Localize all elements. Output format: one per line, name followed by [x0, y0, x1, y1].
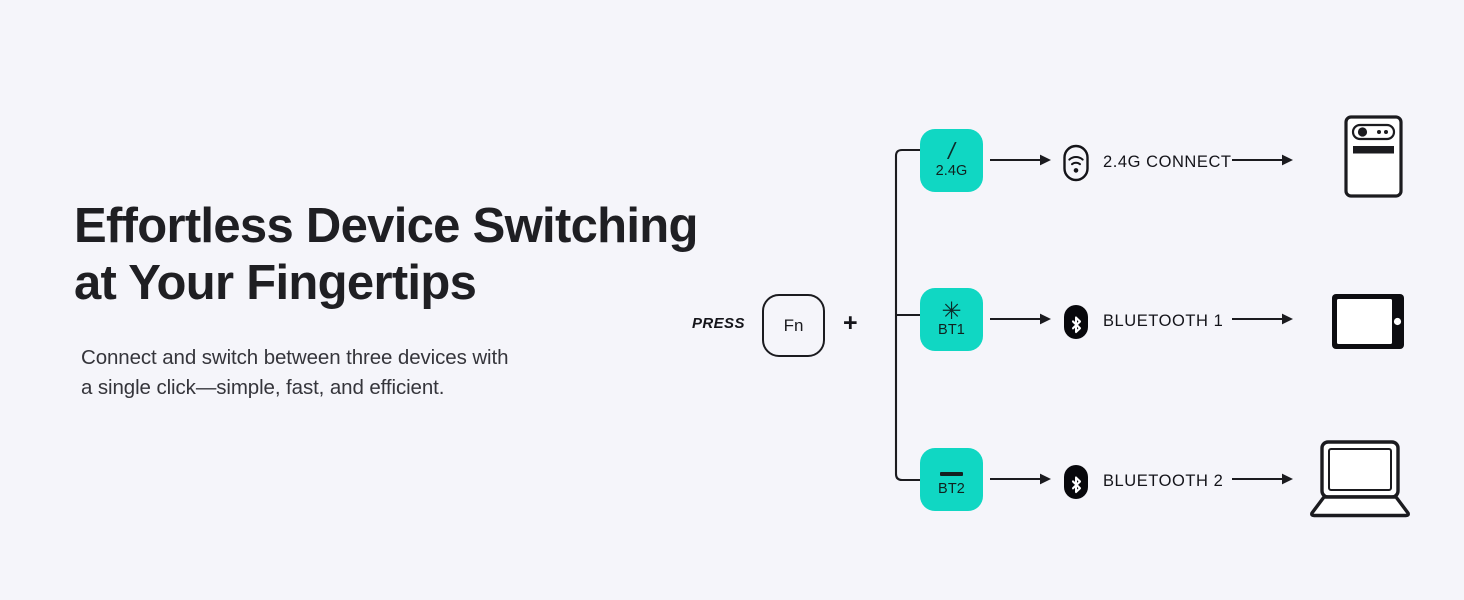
hero-copy: Effortless Device Switching at Your Fing… [74, 198, 714, 403]
key-glyph-slash: / [948, 138, 955, 164]
key-label-bt2: BT2 [938, 480, 965, 497]
connection-label-2-4g: 2.4G CONNECT [1103, 153, 1232, 171]
hero-subtitle: Connect and switch between three devices… [81, 346, 509, 399]
key-glyph-asterisk: ✳ [941, 298, 962, 325]
fn-key-label: Fn [783, 315, 804, 335]
connection-row-bluetooth-1: ✳ BT1 BLUETOOTH 1 [0, 288, 1464, 352]
arrow-key-to-icon [990, 154, 1051, 166]
connection-label-bluetooth-2: BLUETOOTH 2 [1103, 472, 1224, 490]
branch-connector [894, 148, 920, 482]
laptop-illustration [1310, 440, 1410, 518]
fn-key: Fn [762, 294, 825, 357]
desktop-pc-tower-illustration [1344, 115, 1403, 198]
arrow-key-to-icon [990, 313, 1051, 325]
arrow-key-to-icon [990, 473, 1051, 485]
plus-symbol: + [843, 309, 858, 337]
connection-row-bluetooth-2: BT2 BLUETOOTH 2 [0, 440, 1464, 518]
key-glyph-dash [940, 471, 963, 476]
arrow-icon-to-device [1232, 313, 1293, 325]
tablet-illustration [1332, 294, 1404, 349]
connection-row-2-4g: / 2.4G 2.4G CONNECT [0, 115, 1464, 198]
key-2-4g[interactable]: / 2.4G [920, 129, 983, 192]
key-bt2[interactable]: BT2 [920, 448, 983, 511]
key-bt1[interactable]: ✳ BT1 [920, 288, 983, 351]
press-label: PRESS [692, 315, 745, 332]
usb-dongle-wifi-icon [1063, 144, 1089, 182]
arrow-icon-to-device [1232, 154, 1293, 166]
bluetooth-icon [1064, 305, 1088, 339]
key-label-2-4g: 2.4G [935, 163, 968, 179]
arrow-icon-to-device [1232, 473, 1293, 485]
bluetooth-icon [1064, 465, 1088, 499]
page-title: Effortless Device Switching at Your Fing… [74, 199, 698, 310]
connection-label-bluetooth-1: BLUETOOTH 1 [1103, 312, 1224, 330]
key-label-bt1: BT1 [938, 322, 965, 338]
